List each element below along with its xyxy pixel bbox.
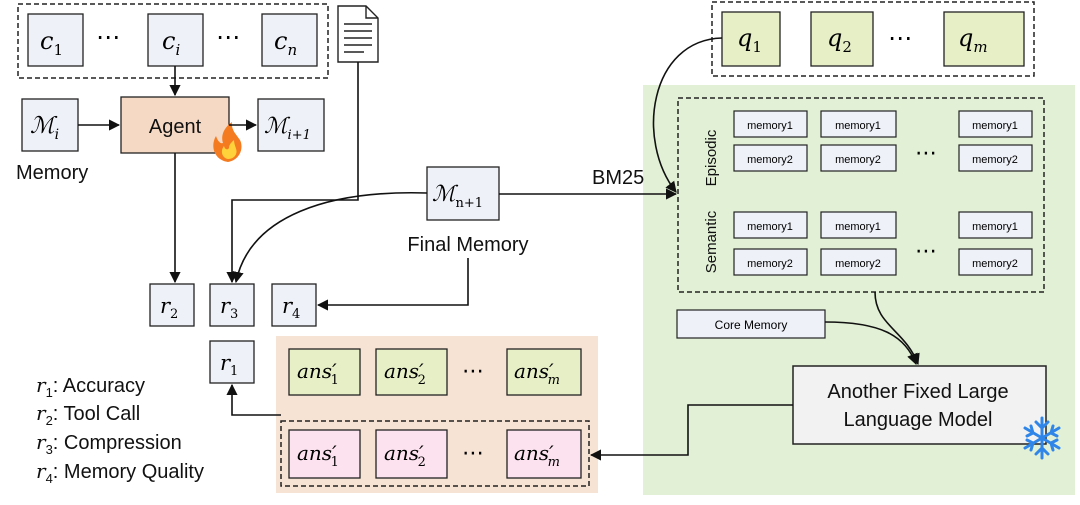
reward-r1-box — [209, 340, 255, 384]
episodic-memory-text: memory2 — [972, 154, 1018, 166]
semantic-ellipsis: ⋯ — [915, 239, 937, 264]
chunk-box-1 — [27, 13, 84, 67]
semantic-memory-slot — [733, 211, 808, 239]
reward-r3-label: r3 — [220, 294, 238, 322]
answer-pink-m: ans′m — [514, 441, 560, 470]
answer-pink-box-m — [506, 429, 582, 479]
document-icon — [337, 5, 379, 63]
episodic-memory-slot — [958, 110, 1033, 138]
legend-item: r2: Tool Call — [36, 401, 140, 428]
reward-r4-label: r4 — [282, 294, 300, 322]
episodic-memory-text: memory1 — [747, 120, 793, 132]
chunks-ellipsis-1: ⋯ — [96, 23, 120, 51]
query-box-2 — [810, 11, 874, 67]
bm25-label: BM25 — [592, 167, 644, 189]
agent-label: Agent — [149, 116, 202, 138]
llm-label-line1: Another Fixed Large — [827, 381, 1008, 403]
answer-pink-box-1 — [288, 429, 361, 479]
answer-green-m: ans′m — [514, 359, 560, 388]
chunk-box-i — [147, 13, 204, 67]
answer-green-box-1 — [288, 348, 361, 396]
episodic-memory-text: memory2 — [747, 154, 793, 166]
legend-item: r1: Accuracy — [36, 373, 145, 400]
answer-green-1: ans′1 — [297, 359, 339, 388]
chunk-1-label: c1 — [40, 27, 63, 59]
reward-r4-box — [271, 283, 317, 327]
query-1-label: q1 — [737, 24, 762, 56]
reward-r2-label: r2 — [160, 294, 178, 322]
answer-pink-box-2 — [375, 429, 448, 479]
legend-item: r4: Memory Quality — [36, 459, 204, 486]
semantic-memory-text: memory2 — [835, 258, 881, 270]
semantic-memory-text: memory2 — [747, 258, 793, 270]
legend-item: r3: Compression — [36, 430, 182, 457]
semantic-memory-slot — [733, 248, 808, 276]
chunks-group — [17, 3, 329, 79]
memory-out-box — [257, 98, 325, 152]
answers-pink-group — [280, 420, 590, 487]
llm-label-line2: Language Model — [843, 409, 992, 431]
queries-ellipsis: ⋯ — [888, 24, 912, 52]
chunk-i-label: ci — [162, 27, 180, 59]
episodic-memory-slot — [820, 110, 897, 138]
chunks-ellipsis-2: ⋯ — [216, 23, 240, 51]
arrows — [78, 37, 920, 461]
core-memory-box — [676, 309, 826, 339]
semantic-memory-text: memory2 — [972, 258, 1018, 270]
answer-green-box-m — [506, 348, 582, 396]
answer-pink-1: ans′1 — [297, 441, 339, 470]
llm-box — [792, 365, 1047, 445]
reward-legend: r1: Accuracy r2: Tool Call r3: Compressi… — [36, 373, 204, 486]
answer-pink-2: ans′2 — [384, 441, 426, 470]
semantic-label: Semantic — [703, 210, 720, 273]
memory-in-label: ℳi — [30, 113, 59, 143]
reward-r3-box — [209, 283, 255, 327]
semantic-memory-text: memory1 — [747, 221, 793, 233]
query-m-label: qm — [958, 24, 988, 56]
episodic-memory-text: memory2 — [835, 154, 881, 166]
memory-caption: Memory — [16, 162, 88, 184]
answers-green-ellipsis: ⋯ — [462, 359, 484, 384]
episodic-memory-text: memory1 — [972, 120, 1018, 132]
answer-green-box-2 — [375, 348, 448, 396]
semantic-memory-text: memory1 — [835, 221, 881, 233]
episodic-memory-slot — [733, 110, 808, 138]
core-memory-label: Core Memory — [715, 318, 788, 332]
memory-out-label: ℳi+1 — [264, 114, 311, 143]
semantic-memory-slot — [958, 248, 1033, 276]
episodic-ellipsis: ⋯ — [915, 141, 937, 166]
query-box-1 — [721, 11, 781, 67]
episodic-label: Episodic — [703, 129, 720, 186]
semantic-memory-slot — [820, 248, 897, 276]
episodic-memory-slot — [958, 144, 1033, 172]
episodic-memory-slot — [733, 144, 808, 172]
final-memory-caption: Final Memory — [407, 234, 528, 256]
chunk-box-n — [261, 13, 318, 67]
semantic-memory-text: memory1 — [972, 221, 1018, 233]
semantic-memory-slot — [820, 211, 897, 239]
episodic-memory-text: memory1 — [835, 120, 881, 132]
query-2-label: q2 — [827, 24, 852, 56]
flame-icon — [213, 122, 242, 162]
query-box-m — [943, 11, 1025, 67]
episodic-memory-slot — [820, 144, 897, 172]
final-memory-symbol: ℳn+1 — [432, 182, 483, 211]
chunk-n-label: cn — [274, 27, 297, 59]
answer-green-2: ans′2 — [384, 359, 426, 388]
agent-box — [120, 96, 230, 154]
semantic-memory-slot — [958, 211, 1033, 239]
reward-r2-box — [149, 283, 195, 327]
snowflake-icon — [1023, 416, 1061, 460]
answers-pink-ellipsis: ⋯ — [462, 441, 484, 466]
reward-r1-label: r1 — [220, 351, 238, 379]
